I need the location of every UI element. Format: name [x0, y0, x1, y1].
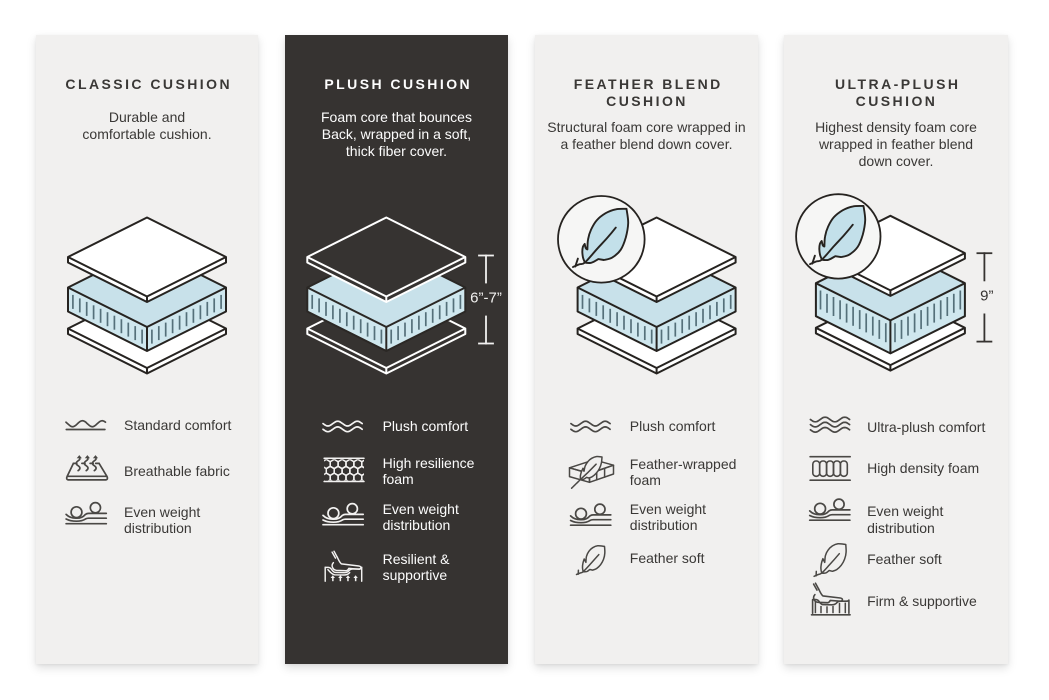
svg-text:6”-7”: 6”-7”	[470, 289, 502, 306]
svg-text:9”: 9”	[980, 287, 993, 304]
